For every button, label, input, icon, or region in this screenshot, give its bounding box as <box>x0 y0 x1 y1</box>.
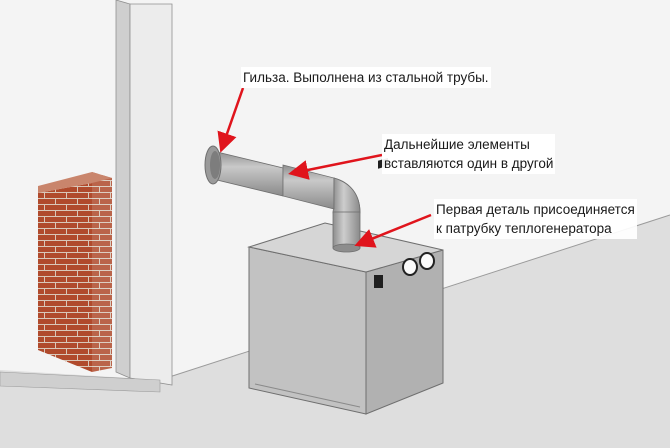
sleeve-annotation-text: Гильза. Выполнена из стальной трубы. <box>243 70 489 85</box>
flue-pipe <box>204 145 361 253</box>
sleeve-annotation: Гильза. Выполнена из стальной трубы. <box>241 67 491 88</box>
first-part-annotation: Первая деталь присоединяется к патрубку … <box>434 199 637 239</box>
elements-annotation-line2: вставляются один в другой <box>384 156 554 171</box>
boiler-knob-right <box>419 252 435 270</box>
boiler-indicator <box>374 275 383 288</box>
annotation-arrows <box>217 87 432 248</box>
first-part-annotation-line1: Первая деталь присоединяется <box>436 202 635 217</box>
elements-annotation: Дальнейшие элементы вставляются один в д… <box>382 134 556 174</box>
wall-pier <box>115 0 173 386</box>
elements-annotation-line1: Дальнейшие элементы <box>384 137 530 152</box>
arrow-first-part <box>354 213 432 248</box>
boiler-knob-left <box>402 258 418 276</box>
brick-wall <box>38 172 112 372</box>
arrow-sleeve <box>217 87 245 153</box>
first-part-annotation-line2: к патрубку теплогенератора <box>436 221 612 236</box>
arrow-elements <box>288 153 383 180</box>
boiler <box>247 158 444 415</box>
